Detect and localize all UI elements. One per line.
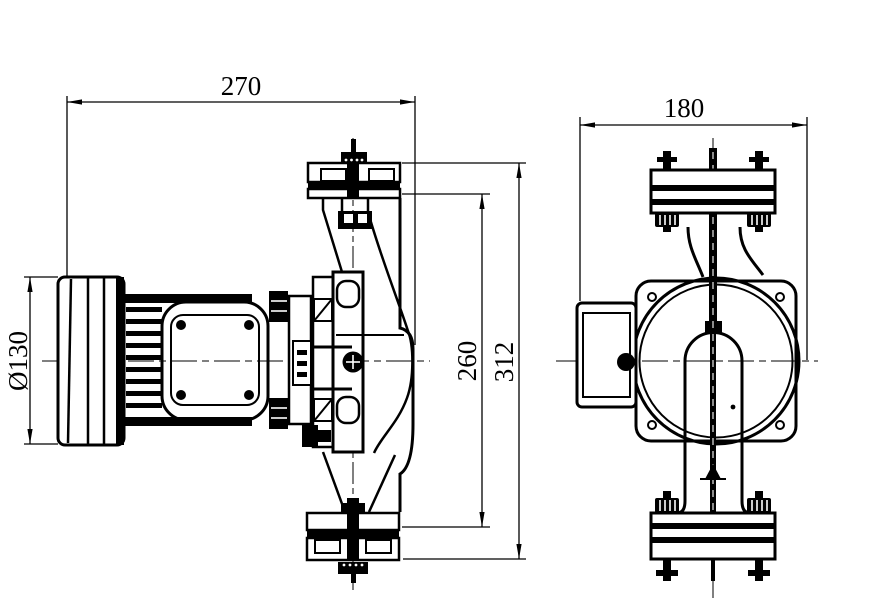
- drain-plug-icon: [302, 425, 331, 447]
- bottom-flange-front: [649, 491, 777, 581]
- dim-label-overall-height: 312: [489, 342, 519, 383]
- dim-flange-span: 260: [402, 193, 490, 528]
- dim-overall-length: 270: [66, 71, 416, 345]
- lantern-bracket: [287, 270, 365, 454]
- motor-mount-bolts: [269, 291, 288, 429]
- plug-dot: [730, 404, 736, 410]
- dim-motor-diameter: Ø130: [3, 276, 58, 445]
- top-flange-bolt-icon: [341, 139, 367, 163]
- dim-label-overall-length: 270: [221, 71, 262, 101]
- flow-arrow-icon: [700, 464, 726, 480]
- junction-box: [575, 301, 638, 409]
- shaft-end-icon: [342, 351, 364, 373]
- motor-cooling-fins: [126, 307, 162, 408]
- top-flange-front: [649, 151, 777, 232]
- front-view: 180: [556, 93, 818, 598]
- pump-casing: [302, 198, 415, 513]
- dim-label-motor-diameter: Ø130: [3, 331, 33, 391]
- motor: [56, 275, 288, 447]
- bottom-flange-bolts: [655, 491, 771, 581]
- top-flange-side: [306, 139, 402, 200]
- bottom-flange-nut-icon: [338, 562, 368, 583]
- top-flange-bolts: [655, 151, 771, 232]
- dim-front-width: 180: [579, 93, 808, 360]
- bottom-flange-top-bolt-icon: [341, 498, 365, 513]
- dim-label-flange-span: 260: [452, 341, 482, 382]
- side-view: 270 Ø130 260 312: [3, 71, 526, 590]
- dim-overall-height: 312: [402, 162, 526, 560]
- dim-label-front-width: 180: [664, 93, 705, 123]
- bottom-flange-side: [305, 498, 401, 583]
